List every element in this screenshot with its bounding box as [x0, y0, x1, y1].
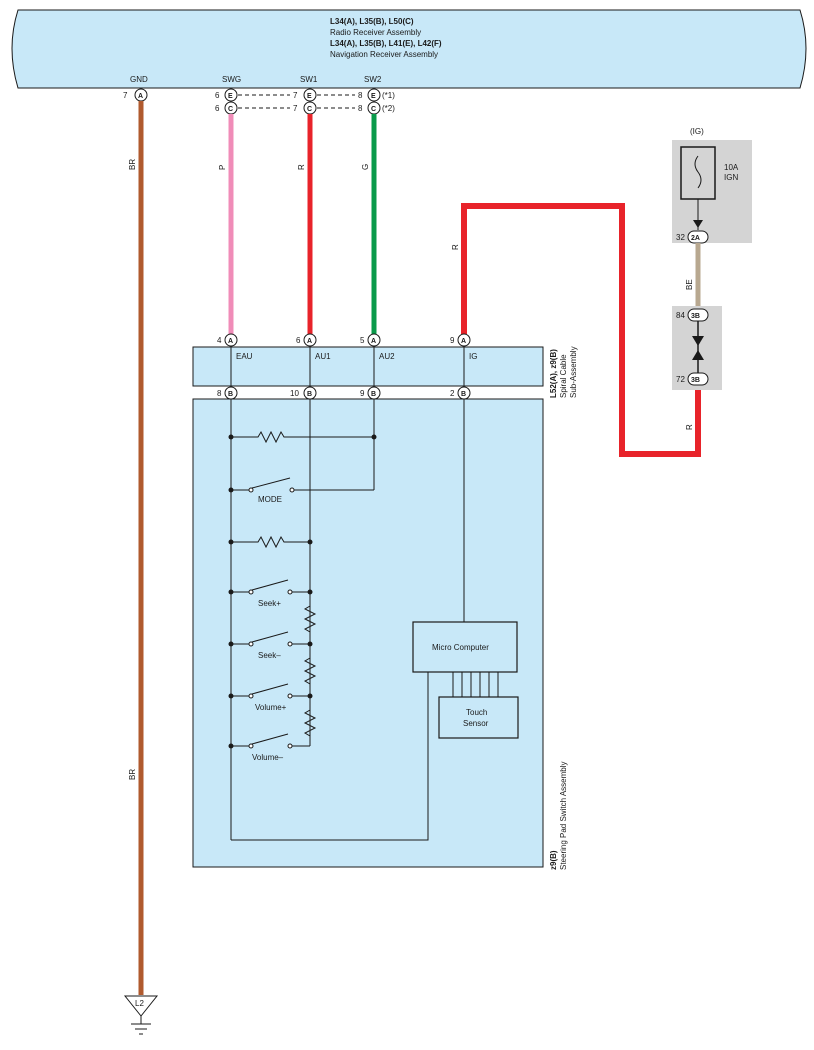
label-seek-minus: Seek– — [258, 651, 281, 660]
pin-swg-c-num: 6 — [215, 104, 220, 113]
wire-label-p: P — [218, 165, 227, 170]
pin-gnd-conn: A — [138, 93, 143, 100]
svg-text:4: 4 — [217, 336, 222, 345]
pin-sw2-c-num: 8 — [358, 104, 363, 113]
note-2: (*2) — [382, 104, 395, 113]
ground-icon — [131, 1016, 151, 1035]
pin-sw2-e-connector — [367, 88, 381, 102]
wire-label-br-bottom: BR — [128, 769, 137, 780]
wire-label-r-sw1: R — [297, 164, 306, 170]
svg-text:B: B — [461, 391, 466, 398]
fuse-icon — [694, 155, 702, 189]
spiral-name-3: Sub-Assembly — [569, 346, 578, 398]
svg-text:9: 9 — [360, 389, 365, 398]
header-line2: Radio Receiver Assembly — [330, 28, 421, 37]
pin-sw2-e-num: 8 — [358, 91, 363, 100]
fuse-name: IGN — [724, 173, 738, 182]
junction-num-top: 84 — [676, 311, 685, 320]
svg-text:2: 2 — [450, 389, 455, 398]
pin-sw1-c-num: 7 — [293, 104, 298, 113]
pin-sw2-c-conn: C — [371, 106, 376, 113]
pin-sw2-e-conn: E — [371, 93, 376, 100]
svg-text:A: A — [307, 338, 312, 345]
header-line1: L34(A), L35(B), L50(C) — [330, 17, 414, 26]
pin-swg-e-conn: E — [228, 93, 233, 100]
svg-text:8: 8 — [217, 389, 222, 398]
header-line4: Navigation Receiver Assembly — [330, 50, 438, 59]
wire-label-g: G — [361, 164, 370, 170]
spiral-inner-lines — [230, 346, 465, 392]
svg-text:A: A — [371, 338, 376, 345]
pin-sw1-e-conn: E — [307, 93, 312, 100]
header-line3: L34(A), L35(B), L41(E), L42(F) — [330, 39, 442, 48]
svg-text:A: A — [228, 338, 233, 345]
note-1: (*1) — [382, 91, 395, 100]
pin-swg-e-num: 6 — [215, 91, 220, 100]
micro-computer-box — [412, 621, 518, 673]
pin-gnd-num: 7 — [123, 91, 128, 100]
wire-label-be: BE — [685, 279, 694, 290]
spiral-top-pins: 4 A 6 A 5 A 9 A — [217, 333, 471, 347]
spiral-name-2: Spiral Cable — [559, 354, 568, 398]
touch-sensor-label-2: Sensor — [463, 719, 489, 728]
ground-name: L2 — [135, 999, 144, 1008]
micro-computer-label: Micro Computer — [432, 643, 489, 652]
terminal-sw2: SW2 — [364, 75, 382, 84]
svg-text:6: 6 — [296, 336, 301, 345]
terminal-gnd: GND — [130, 75, 148, 84]
svg-text:10: 10 — [290, 389, 299, 398]
terminal-sw1: SW1 — [300, 75, 318, 84]
touch-sensor-box — [438, 696, 519, 739]
wire-label-br-top: BR — [128, 159, 137, 170]
switch-name-2: Steering Pad Switch Assembly — [559, 762, 568, 871]
fuse-rating: 10A — [724, 163, 739, 172]
switch-circuit — [230, 399, 499, 841]
pin-sw1-c-conn: C — [307, 106, 312, 113]
spiral-bottom-pins: 8 B 10 B 9 B 2 B — [217, 386, 471, 400]
fuse-group: (IG) — [690, 127, 704, 136]
junction-arrow-down — [692, 336, 704, 346]
svg-text:A: A — [461, 338, 466, 345]
pin-swg-e-connector — [224, 88, 238, 102]
ground-triangle — [123, 995, 159, 1017]
spiral-label-au1: AU1 — [315, 352, 331, 361]
svg-text:B: B — [228, 391, 233, 398]
svg-text:B: B — [307, 391, 312, 398]
fuse-box — [672, 140, 752, 243]
touch-sensor-label-1: Touch — [466, 708, 487, 717]
junction-conn-top: 3B — [691, 313, 700, 320]
pin-swg-c-conn: C — [228, 106, 233, 113]
spiral-name-1: L52(A), z9(B) — [549, 349, 558, 398]
wire-label-r-junction: R — [685, 424, 694, 430]
label-seek-plus: Seek+ — [258, 599, 281, 608]
wire-r-ig — [461, 203, 701, 457]
fuse-pin-num: 32 — [676, 233, 685, 242]
switch-contacts — [248, 487, 295, 749]
spiral-label-au2: AU2 — [379, 352, 395, 361]
switch-name-1: z9(B) — [549, 850, 558, 870]
spiral-label-ig: IG — [469, 352, 477, 361]
svg-text:5: 5 — [360, 336, 365, 345]
junction-connector-bottom — [687, 372, 709, 386]
pin-sw1-e-connector — [303, 88, 317, 102]
label-volume-minus: Volume– — [252, 753, 284, 762]
svg-text:9: 9 — [450, 336, 455, 345]
spiral-cable-block — [192, 346, 544, 387]
junction-num-bottom: 72 — [676, 375, 685, 384]
wire-label-r-ig: R — [451, 244, 460, 250]
junction-conn-bottom: 3B — [691, 377, 700, 384]
fuse-pin-conn: 2A — [691, 235, 700, 242]
alternate-pin-dashes — [238, 94, 355, 109]
label-mode: MODE — [258, 495, 282, 504]
spiral-label-eau: EAU — [236, 352, 253, 361]
fuse-arrow — [693, 220, 703, 228]
junction-dots — [228, 434, 377, 749]
receiver-assembly-block — [11, 9, 807, 89]
junction-arrow-up — [692, 350, 704, 360]
label-volume-plus: Volume+ — [255, 703, 287, 712]
pin-sw1-e-num: 7 — [293, 91, 298, 100]
terminal-swg: SWG — [222, 75, 241, 84]
svg-text:B: B — [371, 391, 376, 398]
